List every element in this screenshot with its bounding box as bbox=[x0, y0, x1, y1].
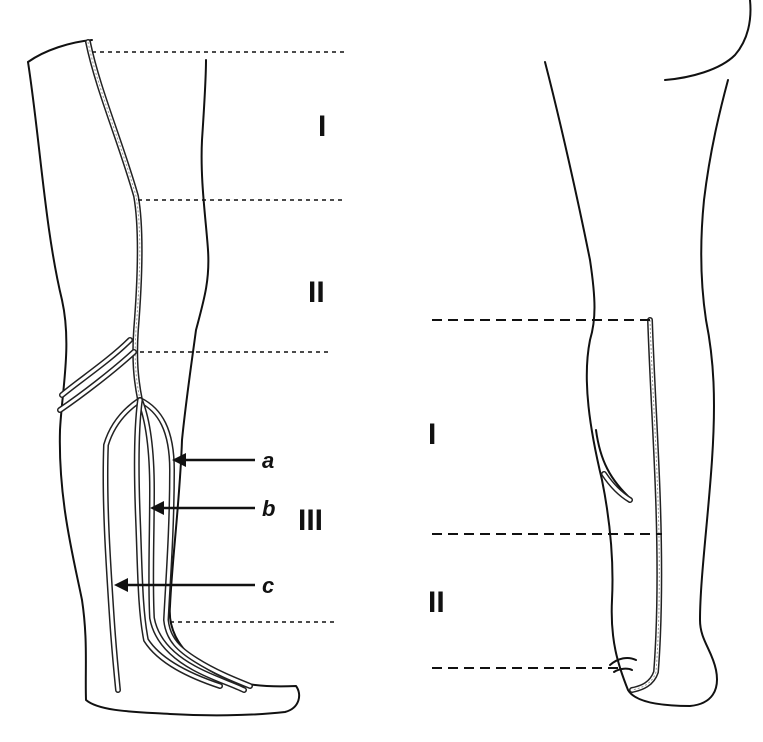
arrow-b bbox=[150, 501, 255, 515]
great-saphenous-vein-thigh bbox=[88, 42, 140, 400]
right-leg-level-lines bbox=[432, 320, 662, 668]
right-leg bbox=[545, 0, 750, 706]
accessory-branch-knee bbox=[60, 340, 134, 410]
left-leg-top-edge bbox=[28, 40, 92, 62]
left-leg-veins bbox=[60, 42, 250, 690]
left-zone-II-label: II bbox=[308, 276, 325, 309]
right-leg-ankle-detail bbox=[610, 658, 636, 672]
right-leg-front-outline bbox=[545, 62, 728, 706]
vein-a bbox=[140, 400, 250, 686]
label-c: c bbox=[262, 573, 274, 598]
label-b: b bbox=[262, 496, 275, 521]
arrow-c bbox=[114, 578, 255, 592]
left-zone-I-label: I bbox=[318, 110, 326, 143]
label-a: a bbox=[262, 448, 274, 473]
right-zone-I-label: I bbox=[428, 418, 436, 451]
arrow-a bbox=[172, 453, 255, 467]
left-zone-III-label: III bbox=[298, 504, 323, 537]
right-zone-II-label: II bbox=[428, 586, 445, 619]
right-leg-hip-outline bbox=[665, 0, 750, 80]
vein-b bbox=[140, 400, 244, 690]
